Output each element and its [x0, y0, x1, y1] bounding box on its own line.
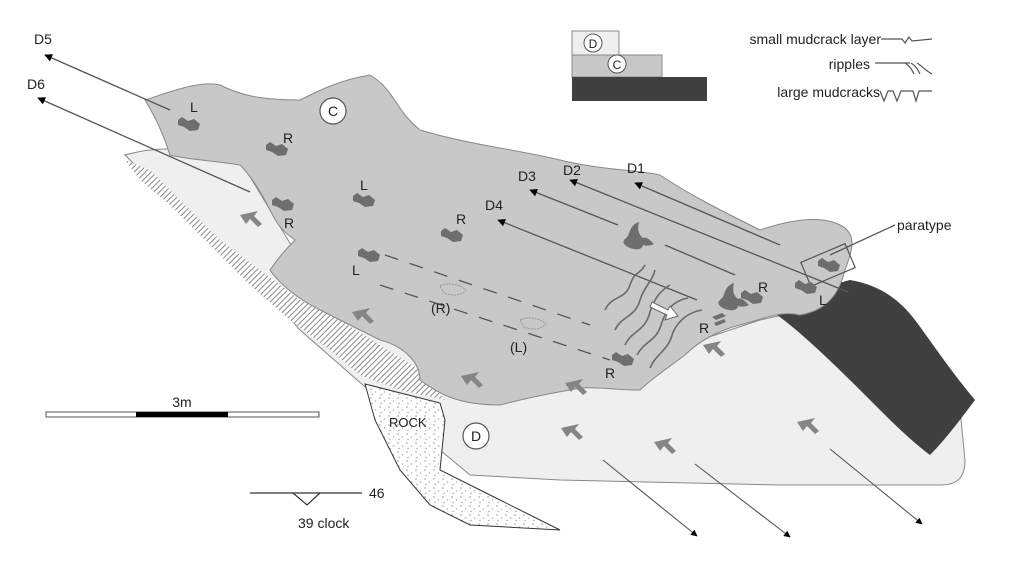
- legend-c-label: C: [613, 58, 622, 72]
- label-l: L: [190, 99, 198, 115]
- trackway-labels: D1 D2 D3 D4 D5 D6: [27, 31, 645, 213]
- paratype-label: paratype: [897, 217, 952, 233]
- footprint: [272, 197, 294, 211]
- paratype-leader: [829, 224, 896, 256]
- dip-value: 39 clock: [298, 515, 350, 531]
- layer-c-label: C: [328, 103, 338, 119]
- hatched-mudcrack-band: [125, 160, 445, 400]
- rock-area: [364, 383, 561, 531]
- label-r: R: [284, 215, 294, 231]
- downslope-arrow-2: [694, 463, 791, 538]
- scale-bar-black-segment: [136, 412, 228, 417]
- uncertain-footprint-l: [519, 317, 547, 330]
- strike-dip-symbol: 46 39 clock: [250, 485, 385, 531]
- scale-bar-label: 3m: [172, 394, 191, 410]
- layer-c-marker: C: [319, 97, 347, 125]
- label-l: L: [352, 262, 360, 278]
- legend-ripples-label: ripples: [829, 56, 870, 72]
- legend-d-label: D: [589, 37, 598, 51]
- footprint: [741, 290, 763, 304]
- footprint: [712, 313, 726, 326]
- inferred-trackway-upper: [384, 254, 591, 326]
- trackway-line-d1: [634, 182, 781, 246]
- footprint: [266, 142, 288, 156]
- flow-marker: [461, 372, 483, 388]
- scale-bar: 3m: [45, 394, 320, 418]
- flow-marker: [561, 424, 583, 440]
- layer-d-marker: D: [462, 422, 490, 450]
- label-d1: D1: [627, 160, 645, 176]
- flow-marker: [703, 341, 725, 357]
- label-l: L: [360, 177, 368, 193]
- legend-items: small mudcrack layer ripples large mudcr…: [750, 31, 933, 104]
- footprint: [353, 193, 375, 207]
- label-d3: D3: [518, 168, 536, 184]
- trackway-lines: [37, 54, 923, 538]
- large-mudcracks-area: [770, 280, 975, 455]
- footprint: [358, 248, 380, 262]
- label-r: R: [456, 211, 466, 227]
- trackway-line-d4: [497, 218, 698, 301]
- label-uncertain-l: (L): [510, 339, 527, 355]
- label-r: R: [699, 320, 709, 336]
- label-d6: D6: [27, 76, 45, 92]
- tridactyl-footprint: [623, 222, 654, 250]
- paratype-box[interactable]: [800, 242, 856, 288]
- footprint: [178, 117, 200, 131]
- legend-large-mudcracks-label: large mudcracks: [777, 84, 880, 100]
- flow-marker: [240, 211, 262, 227]
- label-r: R: [758, 279, 768, 295]
- downslope-arrow-1: [602, 459, 698, 537]
- flow-marker: [565, 379, 587, 395]
- large-mudcracks-symbol-icon: [879, 90, 932, 104]
- label-r: R: [283, 130, 293, 146]
- footprints: [178, 117, 840, 366]
- label-d2: D2: [563, 162, 581, 178]
- legend-large-mudcracks: [572, 77, 707, 101]
- footprint: [795, 280, 817, 294]
- label-l: L: [819, 292, 827, 308]
- legend-layer-stack: D C: [571, 30, 707, 101]
- flow-marker: [797, 418, 819, 434]
- trackway-line-d5: [44, 54, 171, 111]
- ripple-marks: [604, 264, 703, 369]
- trackway-line-d3-ext: [664, 244, 736, 276]
- label-d4: D4: [485, 197, 503, 213]
- layer-c-area: [144, 74, 853, 406]
- footprint-paratype: [818, 258, 840, 272]
- strike-value: 46: [369, 485, 385, 501]
- flow-marker: [352, 308, 374, 324]
- downslope-arrow-3: [829, 448, 923, 525]
- flow-marker: [654, 438, 676, 454]
- tridactyl-footprint: [718, 283, 749, 311]
- label-r: R: [605, 365, 615, 381]
- label-uncertain-r: (R): [431, 300, 450, 316]
- footprint-labels: L R L R R L (R) (L) R R R L: [190, 99, 827, 381]
- trackway-line-d2: [569, 179, 849, 293]
- flow-markers: [240, 211, 819, 454]
- rock-label: ROCK: [389, 415, 427, 430]
- trackway-line-d3: [529, 188, 619, 226]
- trackway-line-d6: [37, 97, 251, 193]
- footprint: [612, 352, 634, 366]
- ripples-symbol-icon: [875, 62, 933, 75]
- uncertain-footprint-r: [439, 283, 467, 296]
- small-mudcrack-symbol-icon: [881, 35, 933, 45]
- label-d5: D5: [34, 31, 52, 47]
- layer-d-label: D: [471, 428, 481, 444]
- legend-small-mudcrack-label: small mudcrack layer: [750, 31, 882, 47]
- footprint: [441, 228, 463, 242]
- flow-direction-arrow: [649, 301, 679, 321]
